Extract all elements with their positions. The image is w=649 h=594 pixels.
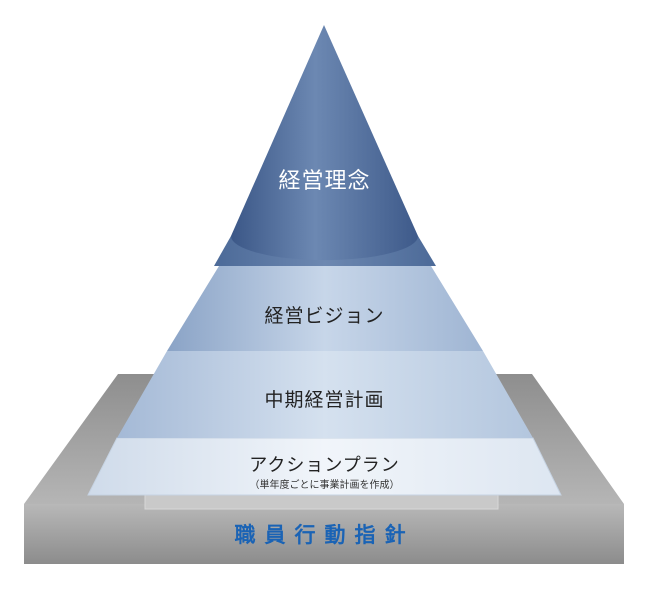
philosophy-label: 経営理念 [278, 169, 371, 194]
base-plinth-front [24, 504, 624, 564]
action-plan-label: アクションプラン [249, 455, 400, 476]
action-plan-note: （単年度ごとに事業計画を作成） [249, 480, 400, 491]
midterm-plan-tier [117, 351, 533, 438]
conduct-guidelines-label: 職員行動指針 [234, 523, 415, 547]
midterm-plan-label: 中期経営計画 [264, 389, 385, 411]
philosophy-cone [231, 25, 418, 261]
vision-label: 経営ビジョン [264, 305, 385, 327]
vision-tier [167, 266, 483, 351]
